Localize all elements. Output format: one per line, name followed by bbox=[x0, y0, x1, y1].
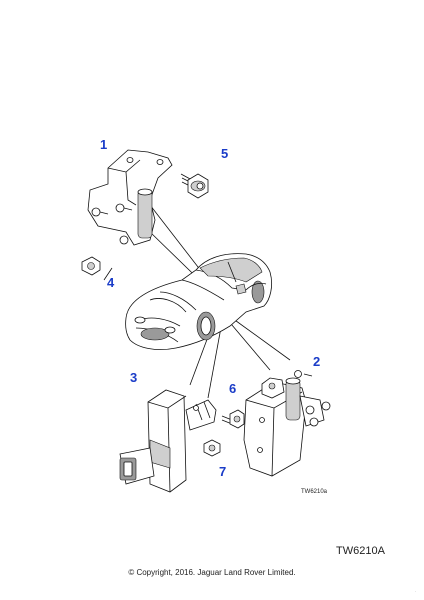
callout-2: 2 bbox=[313, 354, 320, 369]
callout-4: 4 bbox=[107, 275, 115, 290]
callout-6: 6 bbox=[229, 381, 236, 396]
figure-reference: TW6210A bbox=[336, 545, 385, 557]
callout-1: 1 bbox=[100, 137, 107, 152]
callout-labels: 1 2 3 4 5 6 7 bbox=[100, 137, 320, 479]
lower-hinge-part bbox=[243, 370, 331, 477]
nut-part-4 bbox=[81, 256, 101, 276]
copyright-notice: © Copyright, 2016. Jaguar Land Rover Lim… bbox=[128, 568, 296, 577]
callout-5: 5 bbox=[221, 146, 228, 161]
callout-7: 7 bbox=[219, 464, 226, 479]
car-illustration bbox=[125, 253, 272, 350]
door-check-part-3 bbox=[119, 389, 217, 493]
callout-3: 3 bbox=[130, 370, 137, 385]
bolt-part-6 bbox=[221, 409, 245, 429]
upper-hinge-part bbox=[87, 149, 173, 246]
figure-ref-small: TW6210a bbox=[301, 489, 328, 495]
corner-mark: · bbox=[414, 589, 416, 594]
nut-part-7 bbox=[203, 439, 221, 457]
bolt-part-5 bbox=[180, 173, 209, 199]
